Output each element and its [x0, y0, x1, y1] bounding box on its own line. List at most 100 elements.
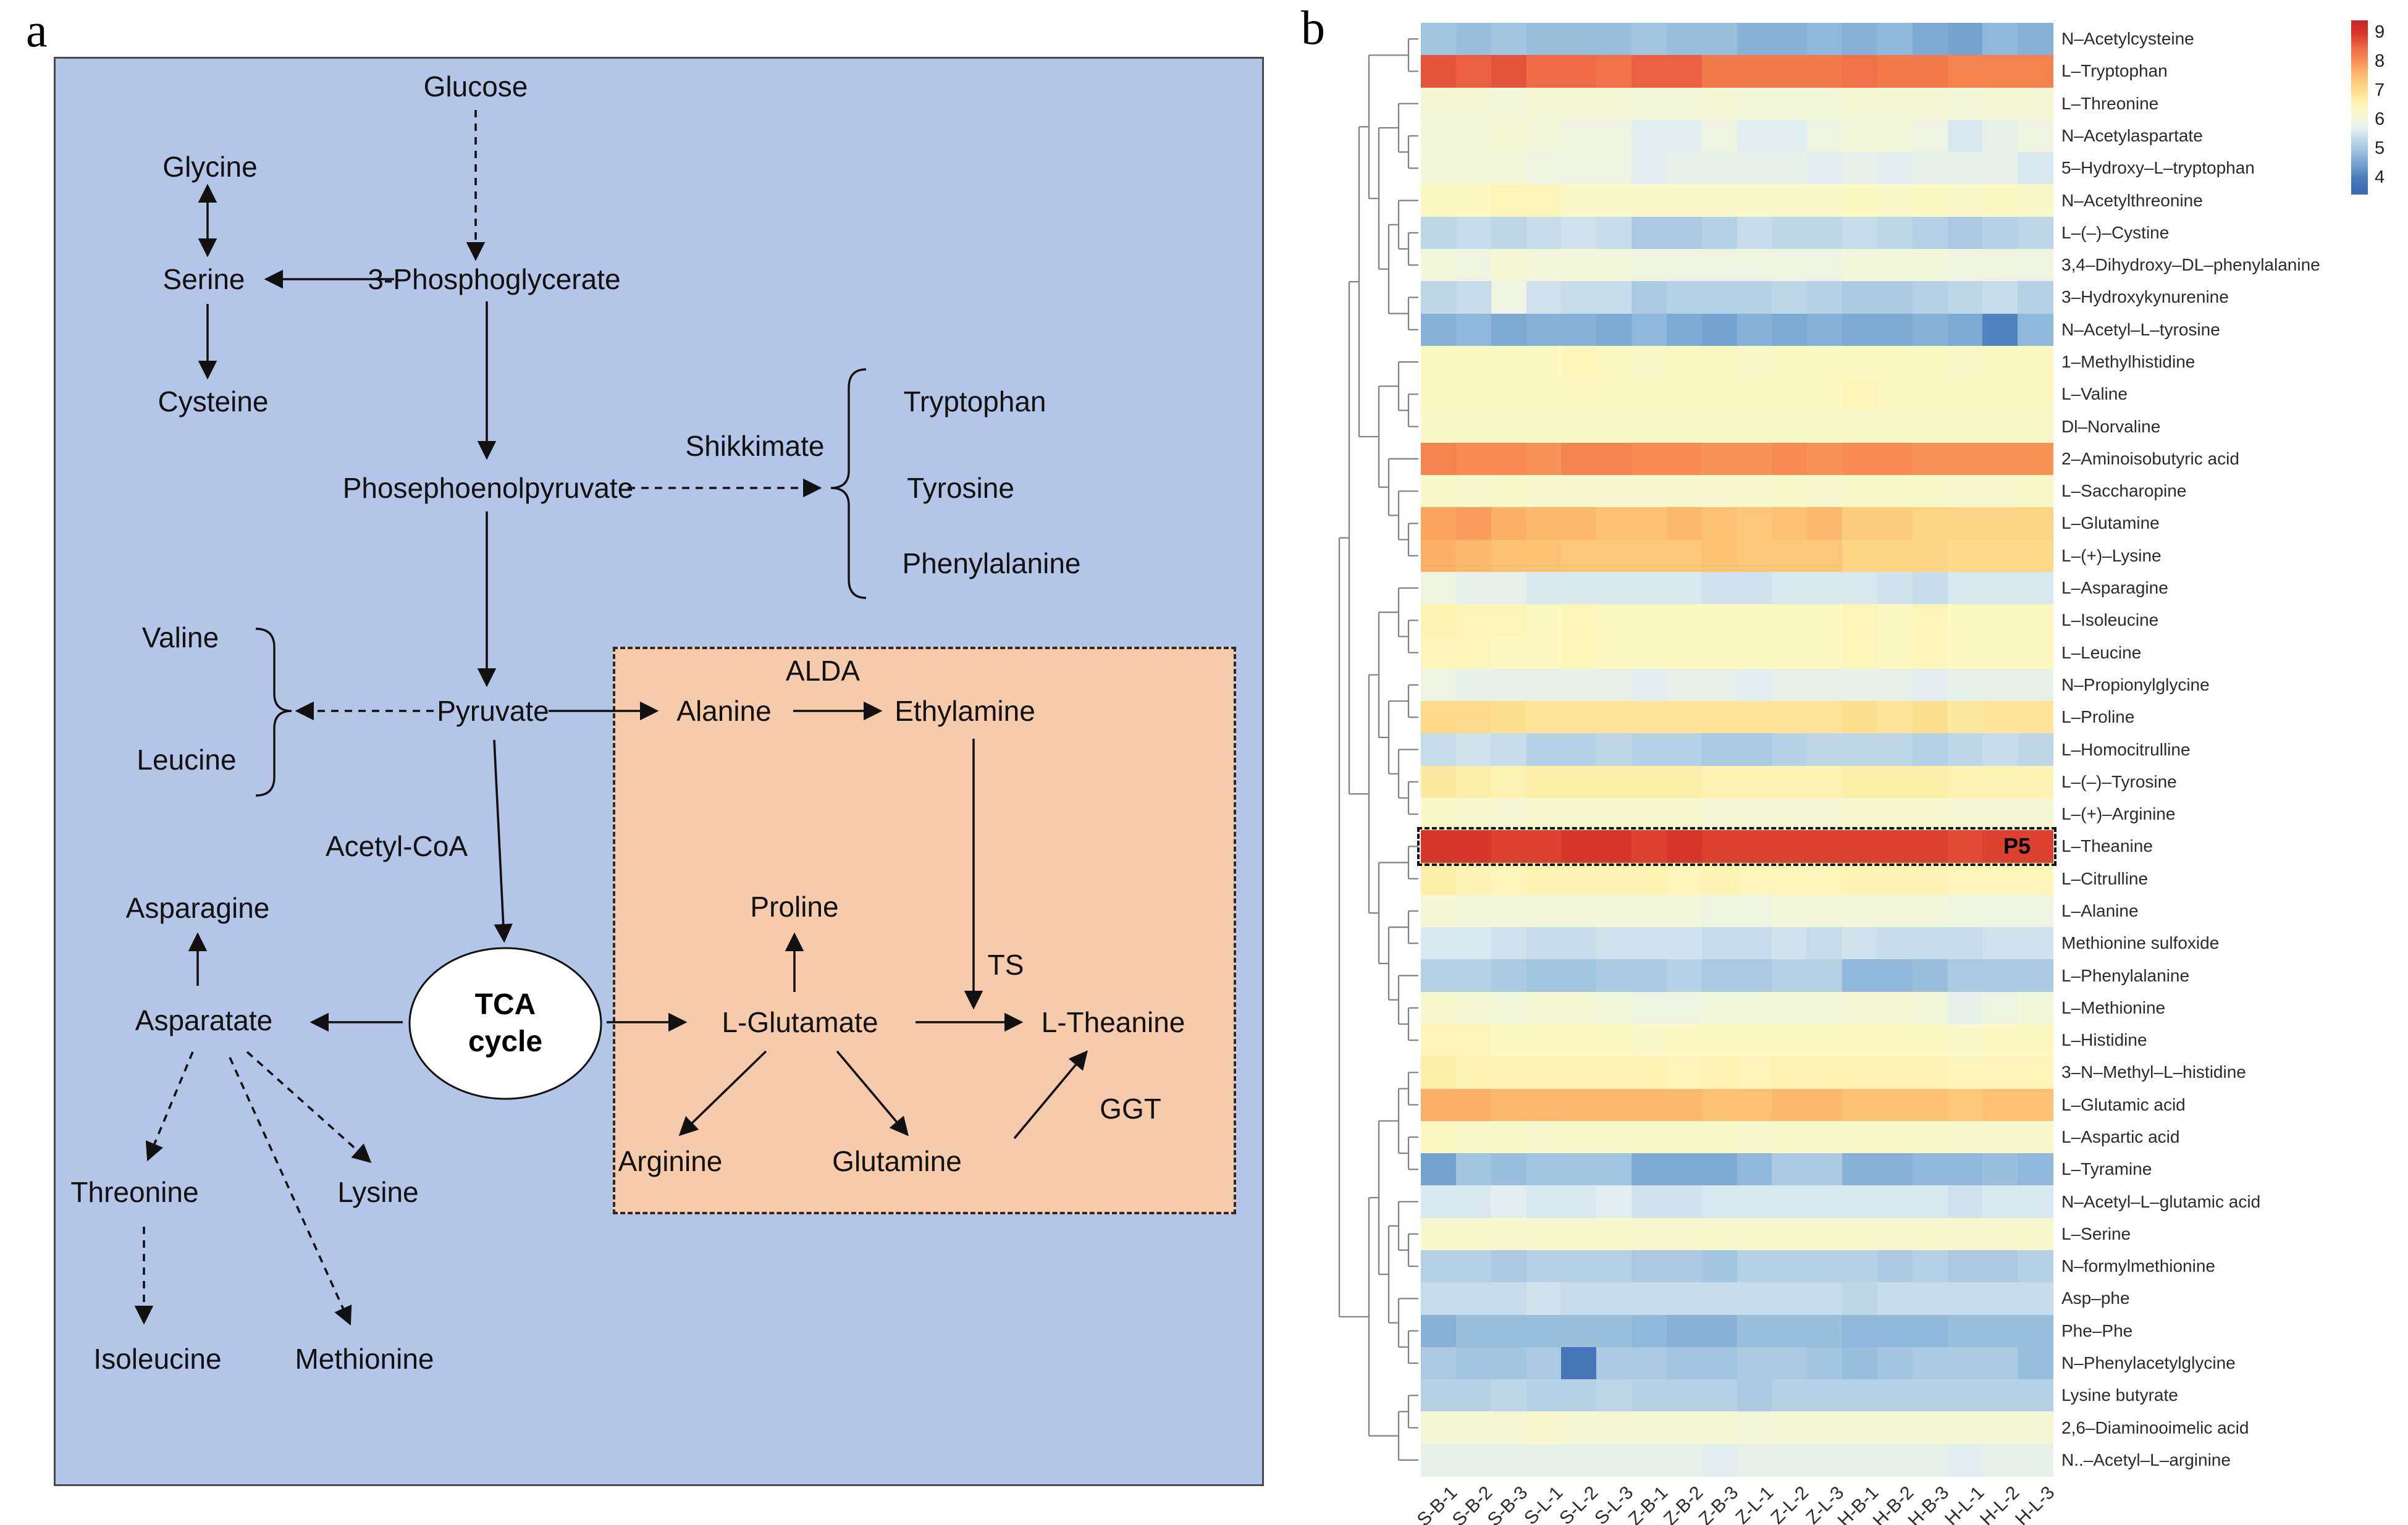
heatmap-cell: [2018, 571, 2053, 605]
heatmap-cell: [1772, 216, 1808, 250]
heatmap-cell: [1455, 765, 1492, 799]
heatmap-cell: [1982, 345, 2018, 379]
p5-badge: P5: [2003, 833, 2031, 859]
heatmap-cell: [1842, 571, 1878, 605]
heatmap-cell: [1877, 959, 1913, 993]
heatmap-cell: [1561, 442, 1597, 476]
heatmap-cell: [1666, 604, 1703, 637]
heatmap-cell: [1421, 216, 1457, 250]
heatmap-cell: [1982, 313, 2018, 347]
heatmap-cell: [1666, 55, 1703, 88]
heatmap-cell: [1526, 991, 1562, 1025]
heatmap-cell: [1491, 1443, 1527, 1477]
heatmap-cell: [1947, 442, 1983, 476]
heatmap-cell: [1455, 1250, 1492, 1283]
heatmap-row-label: 3–N–Methyl–L–histidine: [2061, 1062, 2246, 1082]
heatmap-cell: [1807, 1185, 1843, 1219]
heatmap-cell: [1877, 475, 1913, 508]
heatmap-cell: [1737, 87, 1772, 120]
heatmap-cell: [1842, 701, 1878, 734]
heatmap-cell: [1912, 1088, 1948, 1122]
heatmap-cell: [1561, 830, 1597, 863]
heatmap-cell: [1947, 1443, 1983, 1477]
heatmap-cell: [1842, 345, 1878, 379]
heatmap-row-label: L–(+)–Arginine: [2061, 804, 2176, 824]
heatmap-cell: [1807, 1282, 1843, 1316]
heatmap-cell: [1947, 830, 1983, 863]
colorbar-tick: 6: [2375, 109, 2385, 129]
heatmap-cell: [1842, 507, 1878, 540]
heatmap-cell: [1842, 830, 1878, 863]
heatmap-cell: [2018, 636, 2053, 670]
heatmap-row-label: 3,4–Dihydroxy–DL–phenylalanine: [2061, 255, 2320, 275]
heatmap-cell: [1982, 894, 2018, 928]
heatmap-cell: [1455, 152, 1492, 185]
heatmap-cell: [1737, 991, 1772, 1025]
heatmap-cell: [1526, 442, 1562, 476]
heatmap-cell: [1491, 927, 1527, 960]
heatmap-cell: [1631, 1250, 1667, 1283]
heatmap-cell: [1737, 733, 1772, 767]
heatmap-cell: [1561, 636, 1597, 670]
heatmap-cell: [1912, 216, 1948, 250]
heatmap-cell: [2018, 830, 2053, 863]
heatmap-cell: [1772, 797, 1808, 831]
heatmap-cell: [1772, 55, 1808, 88]
heatmap-row-label: L–Saccharopine: [2061, 481, 2187, 501]
heatmap-cell: [1982, 1379, 2018, 1412]
pathway-node-glucose: Glucose: [423, 70, 528, 103]
heatmap-cell: [1596, 1250, 1632, 1283]
pathway-node-alanine: Alanine: [676, 695, 772, 727]
heatmap-cell: [1947, 668, 1983, 702]
heatmap-cell: [1666, 507, 1703, 540]
heatmap-cell: [1982, 1282, 2018, 1316]
heatmap-cell: [1842, 152, 1878, 185]
heatmap-cell: [1596, 1120, 1632, 1154]
heatmap-cell: [2018, 1379, 2053, 1412]
heatmap-cell: [1666, 1443, 1703, 1477]
heatmap-cell: [1877, 507, 1913, 540]
heatmap-cell: [2018, 668, 2053, 702]
heatmap-cell: [1807, 184, 1843, 217]
heatmap-cell: [1421, 475, 1457, 508]
heatmap-cell: [1526, 1250, 1562, 1283]
heatmap-cell: [1561, 1411, 1597, 1445]
heatmap-row-label: Lysine butyrate: [2061, 1385, 2178, 1405]
heatmap-row-label: N–formylmethionine: [2061, 1256, 2215, 1276]
heatmap-cell: [1631, 1282, 1667, 1316]
heatmap-column-label: Z-L-1: [1732, 1482, 1778, 1525]
pathway-node-ethylamine: Ethylamine: [895, 695, 1035, 727]
heatmap-cell: [1701, 571, 1738, 605]
heatmap-column-label: H-L-3: [2011, 1482, 2058, 1525]
heatmap-cell: [1666, 1056, 1703, 1090]
heatmap-cell: [1877, 765, 1913, 799]
heatmap-row-label: L–(–)–Tyrosine: [2061, 771, 2177, 791]
heatmap-cell: [1666, 23, 1703, 56]
heatmap-cell: [1666, 1120, 1703, 1154]
heatmap-cell: [1772, 668, 1808, 702]
heatmap-cell: [1421, 894, 1457, 928]
heatmap-cell: [1596, 959, 1632, 993]
heatmap-cell: [1455, 733, 1492, 767]
heatmap-cell: [1877, 87, 1913, 120]
heatmap-cell: [1737, 507, 1772, 540]
heatmap-cell: [1455, 249, 1492, 282]
heatmap-cell: [1596, 1443, 1632, 1477]
heatmap-cell: [1666, 733, 1703, 767]
heatmap-cell: [1701, 636, 1738, 670]
heatmap-cell: [1491, 668, 1527, 702]
heatmap-cell: [1842, 475, 1878, 508]
heatmap-cell: [1455, 959, 1492, 993]
heatmap-cell: [1596, 1411, 1632, 1445]
heatmap-cell: [1455, 1379, 1492, 1412]
heatmap-cell: [1421, 1443, 1457, 1477]
heatmap-cell: [1982, 765, 2018, 799]
heatmap-cell: [1666, 87, 1703, 120]
heatmap-cell: [1455, 571, 1492, 605]
heatmap-cell: [1947, 1282, 1983, 1316]
heatmap-cell: [1666, 1411, 1703, 1445]
heatmap-cell: [1666, 378, 1703, 411]
heatmap-cell: [1737, 119, 1772, 153]
heatmap-row-label: 5–Hydroxy–L–tryptophan: [2061, 158, 2255, 178]
heatmap-cell: [1772, 152, 1808, 185]
